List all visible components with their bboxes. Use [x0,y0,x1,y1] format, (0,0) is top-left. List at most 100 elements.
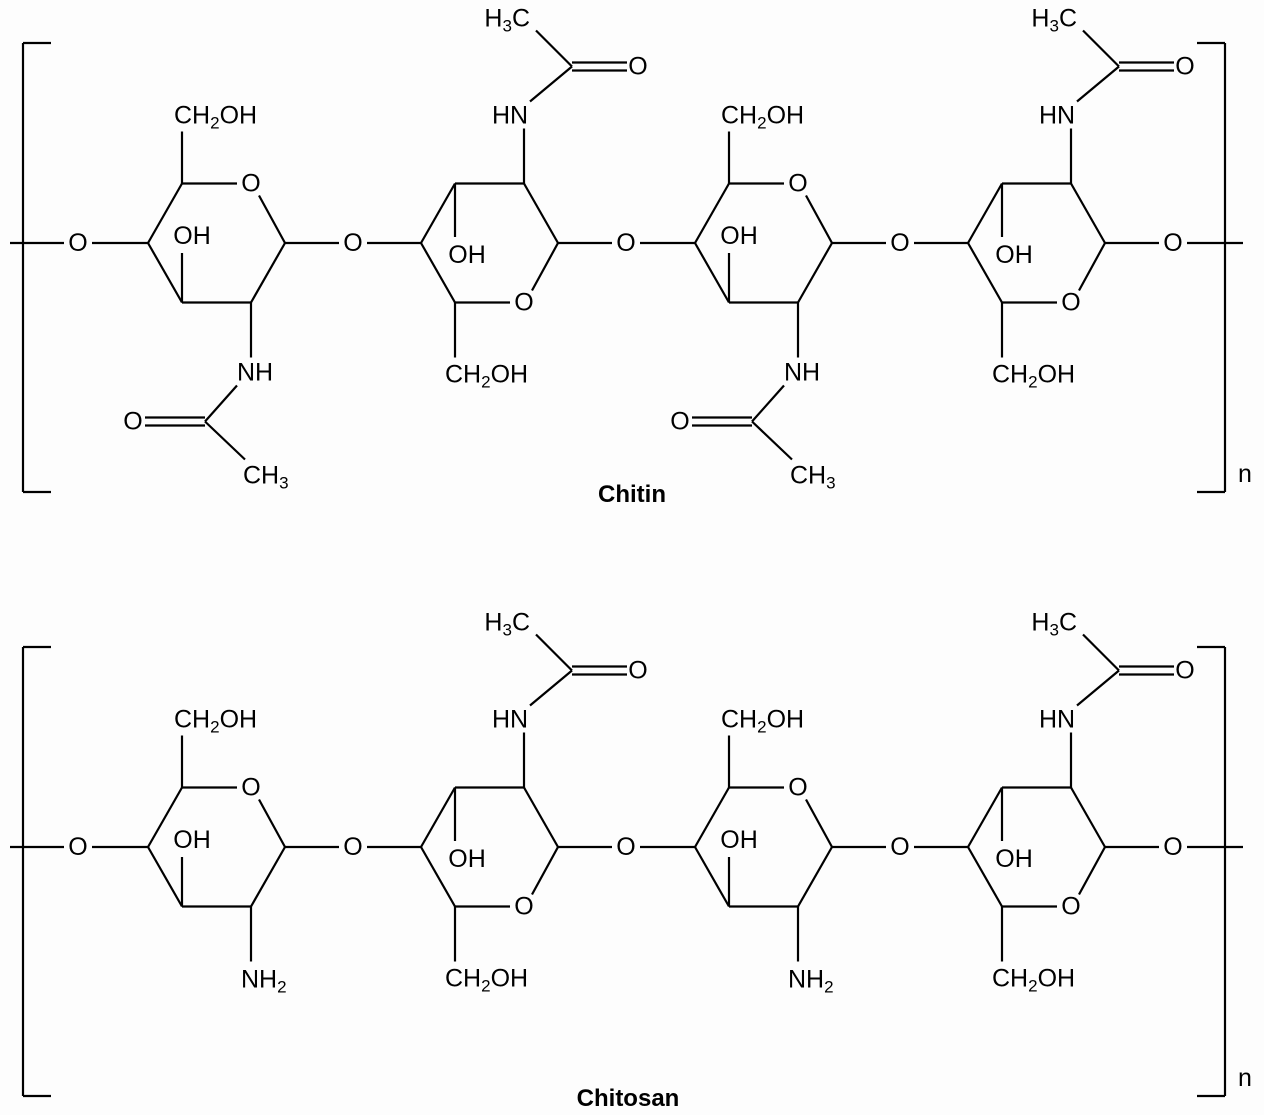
ring-oxygen: O [514,289,533,317]
carbonyl-oxygen: O [123,408,142,436]
methyl-bond [535,29,573,68]
ring-bond [1078,846,1106,896]
methyl-bond [535,633,573,672]
hydroxymethyl-group: CH2OH [721,706,804,737]
ring-bond [523,182,559,244]
ring-oxygen: O [1061,289,1080,317]
methyl-group: H3C [484,5,530,36]
carbonyl-oxygen: O [670,408,689,436]
sugar-unit-1: O CH2OH OH NH O CH3 O [123,102,421,493]
glycosidic-oxygen: O [890,833,909,861]
ring-bond [797,846,833,908]
ring-bond [531,242,559,292]
carbonyl-oxygen: O [1175,657,1194,685]
ring-bond [420,182,456,244]
amide-nh: NH [784,359,820,387]
hydroxymethyl-group: CH2OH [992,361,1075,392]
methyl-bond [1082,29,1120,68]
chitosan-caption: Chitosan [577,1085,680,1112]
ring-bond [420,846,456,908]
glycosidic-oxygen: O [616,229,635,257]
amine-group: NH2 [241,966,287,997]
ring-bond [147,786,183,848]
hydroxymethyl-group: CH2OH [445,361,528,392]
ring-oxygen: O [241,774,260,802]
hydroxyl-group: OH [995,845,1033,873]
amide-bond [751,384,785,423]
ring-bond [147,242,183,304]
hydroxymethyl-group: CH2OH [174,102,257,133]
amide-nh: NH [237,359,273,387]
amide-nh: HN [1039,102,1075,130]
ring-bond [694,846,730,908]
chitin-structure: OOCH2OHOHNHOCH3OOCH2OHOHHNOH3COOCH2OHOHN… [10,5,1243,494]
ring-bond [147,846,183,908]
amide-bond [1076,669,1120,707]
amine-group: NH2 [788,966,834,997]
ring-bond [147,182,183,244]
ring-bond [258,798,286,848]
ring-bond [967,182,1003,244]
chitin-caption: Chitin [598,481,666,508]
methyl-group: H3C [484,609,530,640]
ring-oxygen: O [241,170,260,198]
ring-oxygen: O [788,774,807,802]
carbonyl-oxygen: O [628,657,647,685]
glycosidic-oxygen: O [1163,833,1182,861]
ring-oxygen: O [788,170,807,198]
ring-bond [967,786,1003,848]
methyl-bond [751,420,793,461]
ring-bond [694,786,730,848]
hydroxyl-group: OH [173,222,211,250]
methyl-bond [204,420,246,461]
glycosidic-oxygen: O [1163,229,1182,257]
methyl-group: CH3 [243,462,289,493]
amide-nh: HN [492,102,528,130]
ring-bond [1078,242,1106,292]
ring-bond [250,846,286,908]
ring-bond [250,242,286,304]
sugar-unit-2: O CH2OH OH HN O H3C O [420,5,695,392]
ring-bond [694,242,730,304]
amide-bond [529,669,573,707]
carbonyl-oxygen: O [628,53,647,81]
sugar-unit-3: O CH2OH OH NH2 O [694,706,968,997]
ring-bond [258,194,286,244]
ring-bond [1070,786,1106,848]
hydroxyl-group: OH [173,826,211,854]
ring-bond [805,194,833,244]
methyl-group: H3C [1031,609,1077,640]
ring-bond [967,242,1003,304]
amide-nh: HN [1039,706,1075,734]
ring-bond [1070,182,1106,244]
glycosidic-oxygen: O [890,229,909,257]
amide-bond [204,384,238,423]
sugar-unit-4: O CH2OH OH HN O H3C O [967,5,1243,392]
methyl-bond [1082,633,1120,672]
hydroxyl-group: OH [448,241,486,269]
carbonyl-oxygen: O [1175,53,1194,81]
amide-bond [529,65,573,103]
hydroxyl-group: OH [448,845,486,873]
hydroxyl-group: OH [995,241,1033,269]
ring-bond [531,846,559,896]
amide-nh: HN [492,706,528,734]
amide-bond [1076,65,1120,103]
glycosidic-oxygen: O [68,229,87,257]
chitosan-structure: OOCH2OHOHNH2OOCH2OHOHHNOH3COOCH2OHOHNH2O… [10,609,1243,1098]
hydroxymethyl-group: CH2OH [992,965,1075,996]
hydroxymethyl-group: CH2OH [174,706,257,737]
chitosan-repeat-label: n [1238,1064,1252,1092]
glycosidic-oxygen: O [343,229,362,257]
hydroxyl-group: OH [720,826,758,854]
methyl-group: H3C [1031,5,1077,36]
glycosidic-oxygen: O [68,833,87,861]
methyl-group: CH3 [790,462,836,493]
hydroxymethyl-group: CH2OH [445,965,528,996]
glycosidic-oxygen: O [616,833,635,861]
